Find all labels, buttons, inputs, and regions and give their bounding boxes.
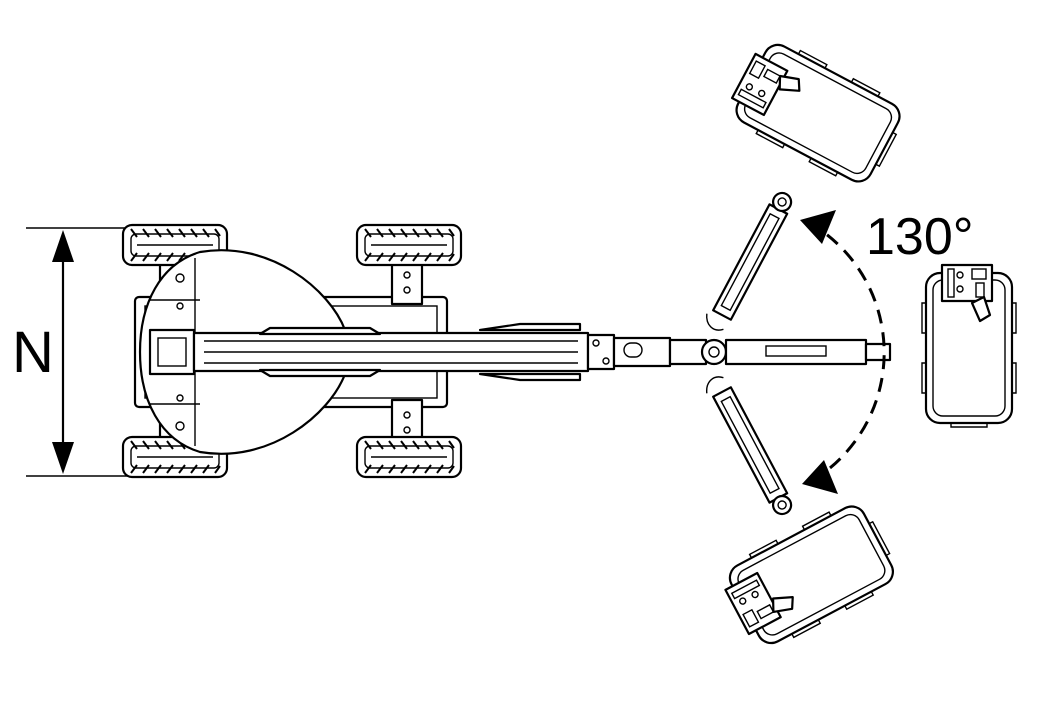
tire-icon [355,435,463,479]
dimension-arrow-up-icon [52,230,74,262]
main-boom [148,322,728,382]
rotation-angle-label: 130° [866,208,974,266]
jib-arm-lower [706,376,797,519]
rotation-arc [800,210,886,494]
dimension-label: N [12,320,54,385]
dimension-arrow-down-icon [52,442,74,474]
platform-basket-icon [920,263,1018,429]
jib-arm-center [724,338,892,366]
rotation-arrow-icon [800,210,836,244]
platform-basket-icon [721,31,911,193]
width-dimension [26,227,150,477]
platform-basket-icon [714,495,905,657]
tire-icon [355,223,463,267]
rotation-arrow-icon [802,460,838,494]
jib-arm-upper [706,188,797,331]
